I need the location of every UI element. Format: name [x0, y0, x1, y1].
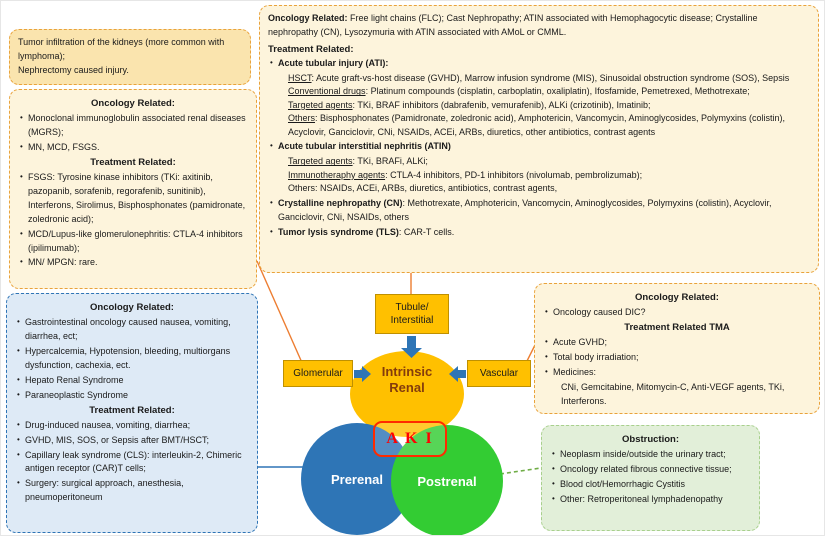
sub-item: Targeted agents: TKi, BRAF inhibitors (d…	[268, 99, 810, 113]
intrinsic-renal-circle: Intrinsic Renal	[350, 351, 464, 437]
list-item: MN, MCD, FSGS.	[18, 141, 248, 155]
label-line: Tubule/	[395, 302, 429, 313]
label-line: Interstitial	[390, 315, 434, 326]
note-line: Nephrectomy caused injury.	[18, 64, 129, 75]
prerenal-causes-box: Oncology Related: Gastrointestinal oncol…	[6, 293, 258, 533]
section-heading: Treatment Related:	[90, 156, 176, 168]
intrinsic-renal-label: Renal	[389, 380, 425, 396]
section-heading: Treatment Related:	[268, 44, 354, 55]
list-item: Acute GVHD;	[543, 336, 811, 350]
list-item: Surgery: surgical approach, anesthesia, …	[15, 477, 249, 505]
list-item: Hepato Renal Syndrome	[15, 374, 249, 388]
item-lead: Conventional drugs	[288, 86, 366, 97]
item-text: : Acute graft-vs-host disease (GVHD), Ma…	[311, 72, 790, 83]
item-lead: Crystalline nephropathy (CN)	[278, 197, 403, 208]
item-lead: Targeted agents	[288, 156, 353, 167]
postrenal-circle: Postrenal	[391, 425, 503, 535]
paragraph-text: Free light chains (FLC); Cast Nephropath…	[268, 13, 758, 37]
intrinsic-renal-label: Intrinsic	[381, 364, 433, 379]
list-item: Acute tubular injury (ATI):	[268, 57, 810, 71]
item-text: : CTLA-4 inhibitors, PD-1 inhibitors (ni…	[385, 169, 643, 180]
section-heading: Obstruction:	[622, 434, 679, 445]
section-heading: Treatment Related:	[89, 404, 175, 416]
list-item: Blood clot/Hemorrhagic Cystitis	[550, 478, 751, 492]
oncology-related-paragraph: Oncology Related: Free light chains (FLC…	[268, 12, 810, 39]
list-item: FSGS: Tyrosine kinase inhibitors (TKi: a…	[18, 171, 248, 227]
list-item: Crystalline nephropathy (CN): Methotrexa…	[268, 197, 810, 225]
section-heading: Treatment Related TMA	[624, 321, 730, 333]
item-lead: Immunotheraphy agents	[288, 169, 386, 180]
aki-label: A K I	[373, 421, 447, 457]
list-item: Tumor lysis syndrome (TLS): CAR-T cells.	[268, 226, 810, 240]
item-text: : CAR-T cells.	[398, 226, 455, 237]
list-item: Hypercalcemia, Hypotension, bleeding, mu…	[15, 345, 249, 373]
section-heading: Oncology Related:	[91, 98, 175, 109]
list-item: Acute tubular interstitial nephritis (AT…	[268, 140, 810, 154]
continuation-line: CNi, Gemcitabine, Mitomycin-C, Anti-VEGF…	[561, 381, 785, 406]
tubule-interstitial-label: Tubule/ Interstitial	[375, 294, 449, 334]
list-item: Oncology caused DIC?	[543, 306, 811, 320]
glomerular-label: Glomerular	[283, 360, 353, 387]
list-item: MCD/Lupus-like glomerulonephritis: CTLA-…	[18, 228, 248, 256]
item-lead: Tumor lysis syndrome (TLS)	[278, 226, 399, 237]
sub-item: Others: Bisphosphonates (Pamidronate, zo…	[268, 112, 810, 139]
item-text: : Methotrexate, Amphotericin, Vancomycin…	[278, 197, 772, 222]
item-text: : Platinum compounds (cisplatin, carbopl…	[365, 86, 750, 97]
list-item: Drug-induced nausea, vomiting, diarrhea;	[15, 419, 249, 433]
list-item: Neoplasm inside/outside the urinary trac…	[550, 448, 751, 462]
item-lead: HSCT	[288, 72, 312, 83]
item-lead: Others	[288, 113, 316, 124]
item-lead: Acute tubular interstitial nephritis (AT…	[278, 141, 451, 152]
glomerular-causes-box: Oncology Related: Monoclonal immunoglobu…	[9, 89, 257, 289]
infiltration-note-box: Tumor infiltration of the kidneys (more …	[9, 29, 251, 85]
obstruction-causes-box: Obstruction: Neoplasm inside/outside the…	[541, 425, 760, 531]
item-text: :	[385, 58, 389, 68]
prerenal-label: Prerenal	[330, 471, 384, 487]
list-item: Monoclonal immunoglobulin associated ren…	[18, 112, 248, 140]
item-lead: Targeted agents	[288, 99, 353, 110]
sub-item: Targeted agents: TKi, BRAFi, ALKi;	[268, 155, 810, 169]
sub-item: Others: NSAIDs, ACEi, ARBs, diuretics, a…	[288, 183, 558, 194]
sub-item: Conventional drugs: Platinum compounds (…	[268, 85, 810, 99]
list-item: Other: Retroperitoneal lymphadenopathy	[550, 493, 751, 507]
section-heading: Oncology Related:	[635, 292, 719, 303]
sub-item: Immunotheraphy agents: CTLA-4 inhibitors…	[268, 169, 810, 183]
item-lead: Acute tubular injury (ATI)	[278, 58, 386, 68]
item-text: : Bisphosphonates (Pamidronate, zoledron…	[288, 113, 786, 137]
list-item: Oncology related fibrous connective tiss…	[550, 463, 751, 477]
item-text: : TKi, BRAF inhibitors (dabrafenib, vemu…	[352, 99, 651, 110]
note-line: Tumor infiltration of the kidneys (more …	[18, 37, 225, 61]
section-heading: Oncology Related:	[268, 13, 348, 23]
list-item: Gastrointestinal oncology caused nausea,…	[15, 316, 249, 344]
section-heading: Oncology Related:	[90, 302, 174, 313]
list-item: GVHD, MIS, SOS, or Sepsis after BMT/HSCT…	[15, 434, 249, 448]
list-item: MN/ MPGN: rare.	[18, 256, 248, 270]
vascular-causes-box: Oncology Related: Oncology caused DIC? T…	[534, 283, 820, 414]
item-text: : TKi, BRAFi, ALKi;	[352, 156, 428, 167]
sub-item: HSCT: Acute graft-vs-host disease (GVHD)…	[268, 72, 810, 86]
tubule-interstitial-causes-box: Oncology Related: Free light chains (FLC…	[259, 5, 819, 273]
list-item: Total body irradiation;	[543, 351, 811, 365]
postrenal-label: Postrenal	[417, 473, 477, 489]
list-item: Medicines:	[543, 366, 811, 380]
list-item: Paraneoplastic Syndrome	[15, 389, 249, 403]
list-item: Capillary leak syndrome (CLS): interleuk…	[15, 449, 249, 477]
vascular-label: Vascular	[467, 360, 531, 387]
